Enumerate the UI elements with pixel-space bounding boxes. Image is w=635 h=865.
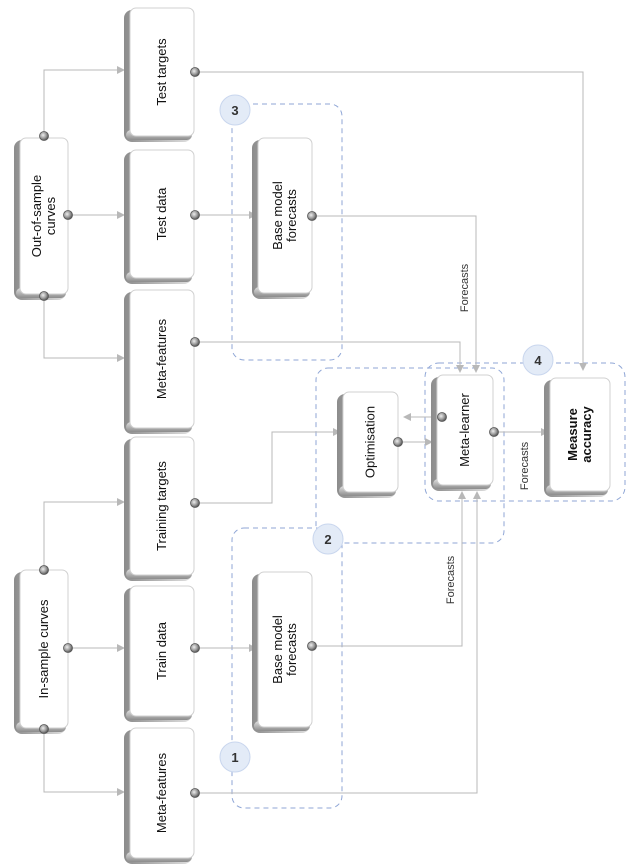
node-meta-features-top-body bbox=[129, 289, 195, 429]
step-badge-1-label: 1 bbox=[231, 750, 238, 765]
group-step-3 bbox=[231, 103, 343, 361]
node-out-of-sample-curves-label-1: Out-of-sample bbox=[29, 175, 44, 257]
node-meta-learner-label: Meta-learner bbox=[457, 392, 472, 466]
group-step-1 bbox=[231, 527, 343, 809]
node-meta-learner: Meta-learner bbox=[431, 374, 494, 491]
edge-meta-features-bottom-to-meta-learner bbox=[195, 491, 481, 794]
step-badge-4-label: 4 bbox=[534, 353, 542, 368]
node-measure-accuracy-label-2: accuracy bbox=[579, 406, 594, 463]
node-test-data-label: Test data bbox=[154, 187, 169, 241]
node-test-targets-label: Test targets bbox=[154, 38, 169, 106]
node-base-forecasts-top-label-2: forecasts bbox=[284, 189, 299, 242]
connector-dot bbox=[393, 437, 403, 447]
connector-dot bbox=[307, 211, 317, 221]
node-test-targets: Test targets bbox=[124, 7, 195, 142]
node-base-forecasts-bottom-label-1: Base model bbox=[270, 615, 285, 684]
connector-dot bbox=[190, 337, 200, 347]
node-train-data: Train data bbox=[124, 585, 195, 722]
connector-dot bbox=[63, 643, 73, 653]
step-badge-2-label: 2 bbox=[324, 532, 331, 547]
step-badge-3-label: 3 bbox=[231, 103, 238, 118]
node-meta-features-bottom-label: Meta-features bbox=[154, 752, 169, 833]
connector-dot bbox=[190, 67, 200, 77]
edge-training-targets-to-optimisation bbox=[195, 428, 341, 504]
node-base-forecasts-bottom-label-2: forecasts bbox=[284, 623, 299, 676]
connector-dot bbox=[190, 788, 200, 798]
node-measure-accuracy-body bbox=[549, 377, 611, 492]
node-in-sample-curves-label: In-sample curves bbox=[36, 599, 51, 698]
connector-dot bbox=[39, 565, 49, 575]
connector-dots bbox=[39, 67, 499, 798]
edge-label-forecasts-top: Forecasts bbox=[459, 263, 471, 312]
connector-dot bbox=[190, 498, 200, 508]
connector-dot bbox=[63, 210, 73, 220]
step-badge-2: 2 bbox=[312, 523, 344, 555]
connectors bbox=[43, 66, 587, 796]
edge-base-bottom-to-meta-learner bbox=[312, 491, 466, 647]
connector-dot bbox=[39, 131, 49, 141]
node-out-of-sample-curves-label-2: curves bbox=[43, 196, 58, 235]
connector-dot bbox=[39, 724, 49, 734]
node-meta-features-bottom: Meta-features bbox=[124, 727, 195, 864]
node-optimisation: Optimisation bbox=[337, 391, 399, 498]
node-test-data: Test data bbox=[124, 149, 195, 284]
edge-test-targets-to-measure bbox=[195, 71, 587, 371]
connector-dot bbox=[307, 641, 317, 651]
connector-dot bbox=[190, 210, 200, 220]
edge-label-forecasts-bottom: Forecasts bbox=[445, 555, 457, 604]
node-train-data-label: Train data bbox=[154, 621, 169, 680]
edge-meta-features-top-to-meta-learner bbox=[195, 341, 464, 373]
connector-dot bbox=[39, 291, 49, 301]
step-badge-4: 4 bbox=[522, 344, 554, 376]
edge-is-to-training-targets bbox=[43, 498, 125, 570]
node-optimisation-label: Optimisation bbox=[363, 406, 378, 478]
node-base-forecasts-top-label-1: Base model bbox=[270, 181, 285, 250]
edge-is-to-meta-features-bottom bbox=[43, 729, 125, 796]
step-badge-3: 3 bbox=[219, 94, 251, 126]
edge-base-top-to-meta-learner bbox=[312, 215, 480, 373]
edge-oos-to-test-targets bbox=[43, 66, 125, 136]
node-meta-features-top: Meta-features bbox=[124, 289, 195, 434]
node-training-targets-label: Training targets bbox=[154, 461, 169, 551]
edge-label-forecasts-right: Forecasts bbox=[519, 441, 531, 490]
node-training-targets: Training targets bbox=[124, 436, 195, 581]
node-in-sample-curves: In-sample curves bbox=[14, 569, 69, 734]
connector-dot bbox=[489, 427, 499, 437]
connector-dot bbox=[190, 643, 200, 653]
edge-oos-to-meta-features-top bbox=[43, 296, 125, 362]
connector-dot bbox=[437, 412, 447, 422]
node-measure-accuracy-label-1: Measure bbox=[565, 408, 580, 461]
node-meta-features-top-label: Meta-features bbox=[154, 318, 169, 399]
step-badge-1: 1 bbox=[219, 741, 251, 773]
group-step-2 bbox=[315, 367, 505, 544]
